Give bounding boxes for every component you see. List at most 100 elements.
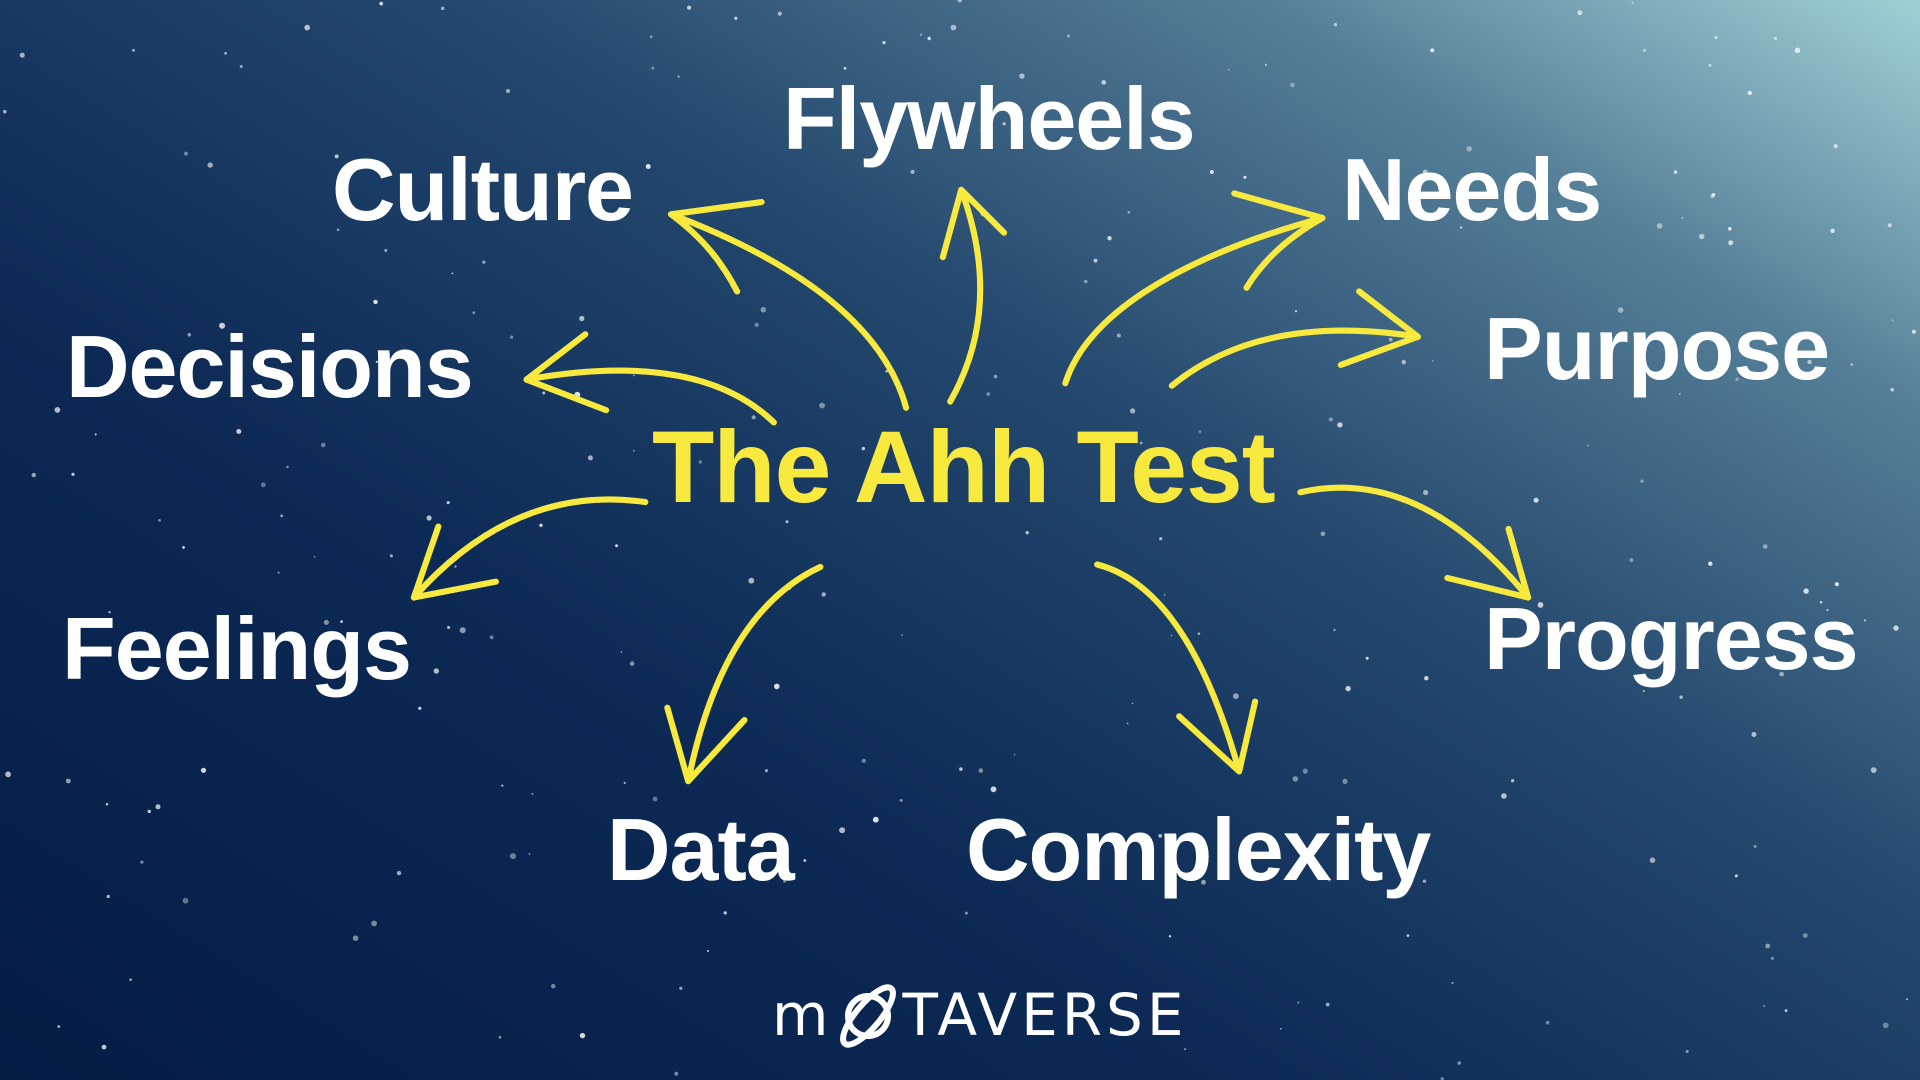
star — [1013, 753, 1016, 756]
star — [1534, 337, 1540, 343]
star — [498, 1035, 502, 1039]
star — [1708, 561, 1713, 566]
label-purpose: Purpose — [1484, 299, 1830, 398]
star — [1292, 776, 1299, 782]
star — [1753, 845, 1757, 848]
star — [698, 460, 702, 464]
arrow-to-purpose — [1168, 288, 1422, 389]
star — [1019, 73, 1025, 79]
star — [652, 796, 658, 802]
star — [19, 52, 25, 58]
star — [1328, 417, 1333, 422]
star — [748, 577, 755, 584]
star — [31, 472, 36, 478]
star — [379, 1, 384, 6]
star — [1345, 685, 1351, 692]
star — [1424, 676, 1429, 681]
star — [1689, 367, 1692, 370]
star — [1333, 23, 1338, 27]
star — [1131, 702, 1134, 705]
star — [1227, 68, 1230, 71]
star — [1297, 1001, 1300, 1004]
star — [651, 66, 655, 70]
label-culture: Culture — [332, 140, 634, 239]
star — [140, 860, 144, 864]
star — [964, 911, 968, 915]
label-decisions: Decisions — [66, 317, 474, 416]
star — [482, 260, 486, 264]
star — [454, 565, 457, 568]
logo-taverse: TAVERSE — [902, 981, 1188, 1049]
star — [1685, 1050, 1689, 1053]
star — [1863, 619, 1867, 622]
star — [1280, 1028, 1282, 1030]
star — [751, 415, 756, 420]
logo-m: m — [772, 981, 833, 1049]
star — [1577, 10, 1583, 16]
arrow-to-progress — [1297, 484, 1532, 601]
star — [1457, 1061, 1461, 1065]
star — [207, 162, 213, 168]
star — [885, 370, 888, 373]
star — [632, 449, 635, 452]
star — [1440, 1077, 1444, 1080]
star — [1833, 144, 1838, 149]
arrow-to-data — [664, 563, 824, 785]
star — [1533, 497, 1539, 503]
star — [632, 374, 635, 377]
star — [320, 442, 326, 448]
star — [94, 433, 97, 436]
star — [1834, 582, 1839, 587]
star — [899, 798, 903, 802]
star — [1844, 624, 1851, 631]
star — [723, 911, 727, 915]
star — [219, 322, 226, 329]
star — [220, 671, 225, 675]
star — [882, 41, 886, 45]
star — [707, 950, 709, 952]
star — [764, 769, 769, 773]
star — [1432, 360, 1434, 362]
star — [433, 668, 439, 674]
star — [1762, 544, 1768, 549]
star — [861, 758, 866, 763]
star — [384, 248, 388, 252]
star — [1893, 625, 1899, 631]
star — [155, 804, 161, 810]
star — [1401, 359, 1407, 365]
star — [1126, 722, 1129, 725]
star — [54, 407, 61, 413]
star — [1803, 588, 1809, 594]
star — [1327, 878, 1332, 882]
star — [132, 48, 135, 52]
star — [1714, 36, 1718, 39]
star — [1093, 258, 1098, 263]
star — [1170, 634, 1173, 637]
star — [334, 154, 339, 159]
star — [1184, 1048, 1186, 1050]
star — [1679, 695, 1683, 699]
star — [373, 299, 378, 305]
arrow-to-decisions — [523, 331, 777, 426]
star — [1883, 1022, 1889, 1029]
star — [1734, 874, 1738, 878]
star — [108, 611, 111, 614]
star — [472, 311, 476, 315]
star — [579, 315, 585, 322]
star — [1747, 90, 1753, 96]
star — [1794, 47, 1801, 54]
star — [451, 272, 454, 275]
star — [1025, 531, 1029, 535]
star — [1656, 223, 1663, 229]
star — [1406, 934, 1410, 937]
star — [1333, 628, 1336, 632]
star — [313, 555, 316, 558]
star — [1466, 146, 1472, 152]
star — [200, 767, 207, 773]
star — [629, 661, 635, 666]
arrow-to-feelings — [410, 496, 649, 601]
star — [277, 571, 280, 574]
arrow-to-flywheels — [939, 186, 1008, 405]
star — [1735, 377, 1739, 381]
star — [542, 391, 546, 395]
